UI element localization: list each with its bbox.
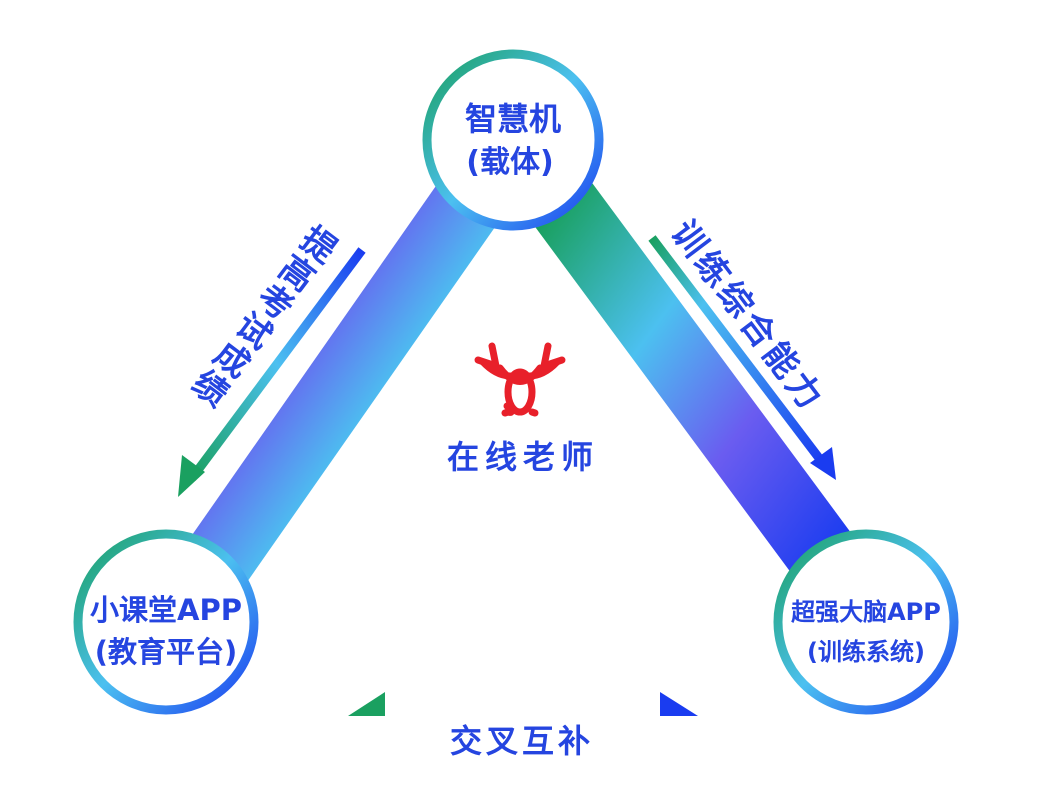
node-top-subtitle: (载体) xyxy=(466,145,553,180)
node-left-title: 小课堂APP xyxy=(90,593,242,627)
three-ring-logo-icon xyxy=(474,342,566,417)
node-top: 智慧机 (载体) xyxy=(422,49,604,231)
node-right-subtitle: (训练系统) xyxy=(807,638,925,666)
bar-right xyxy=(531,178,859,587)
node-top-title: 智慧机 xyxy=(465,100,561,138)
arrow-bottom xyxy=(348,692,698,716)
node-right: 超强大脑APP (训练系统) xyxy=(773,529,959,715)
node-left: 小课堂APP (教育平台) xyxy=(73,529,259,715)
center-label: 在线老师 xyxy=(447,438,599,476)
bar-left xyxy=(185,179,500,586)
arrow-bottom-label: 交叉互补 xyxy=(450,722,594,760)
node-right-title: 超强大脑APP xyxy=(791,598,941,626)
arrow-right xyxy=(648,235,836,480)
arrow-left xyxy=(178,247,366,497)
node-left-subtitle: (教育平台) xyxy=(95,635,238,669)
